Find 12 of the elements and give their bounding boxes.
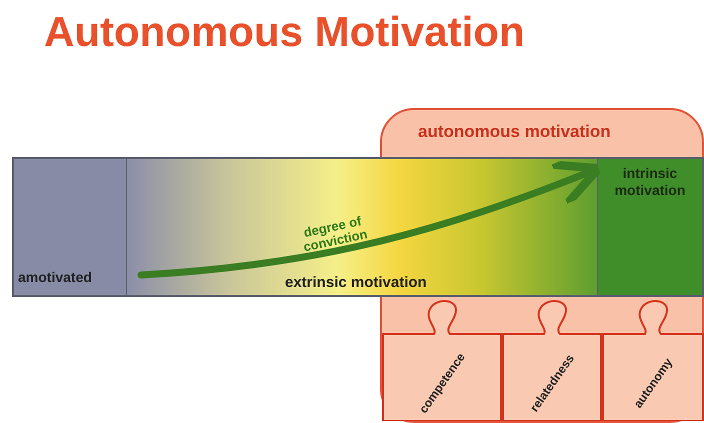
puzzle-piece	[602, 298, 704, 421]
panel-heading: autonomous motivation	[418, 122, 611, 142]
edge-label: degree of conviction	[300, 212, 370, 256]
segment-label: extrinsic motivation	[285, 274, 427, 291]
title: Autonomous Motivation	[44, 8, 525, 56]
stage-segment	[12, 157, 128, 297]
segment-label: amotivated	[18, 269, 92, 285]
arrow	[138, 160, 603, 278]
puzzle-piece	[382, 298, 502, 421]
segment-label: intrinsic motivation	[614, 165, 686, 199]
puzzle-piece	[502, 298, 602, 421]
gradient-segment	[127, 157, 599, 297]
